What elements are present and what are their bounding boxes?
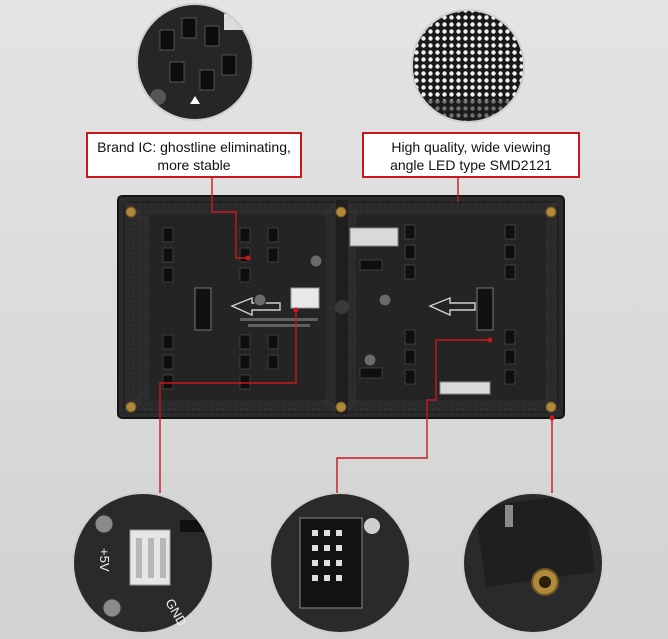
callout-lines	[159, 178, 553, 493]
zoom-mounting-hole	[463, 493, 603, 633]
zoom-power-connector	[73, 493, 213, 633]
zoom-data-connector	[270, 493, 410, 633]
callout-led-type-line1: High quality, wide viewing	[391, 139, 551, 155]
led-module-board	[117, 195, 565, 419]
callout-brand-ic: Brand IC: ghostline eliminating, more st…	[86, 132, 302, 178]
callout-brand-ic-line2: more stable	[157, 157, 231, 173]
callout-led-type: High quality, wide viewing angle LED typ…	[362, 132, 580, 178]
silkscreen-plus-5v: +5V	[97, 548, 112, 572]
callout-brand-ic-line1: Brand IC: ghostline eliminating,	[97, 139, 291, 155]
callout-dots	[245, 255, 555, 421]
zoom-ic-closeup	[137, 4, 253, 120]
callout-led-type-line2: angle LED type SMD2121	[390, 157, 552, 173]
